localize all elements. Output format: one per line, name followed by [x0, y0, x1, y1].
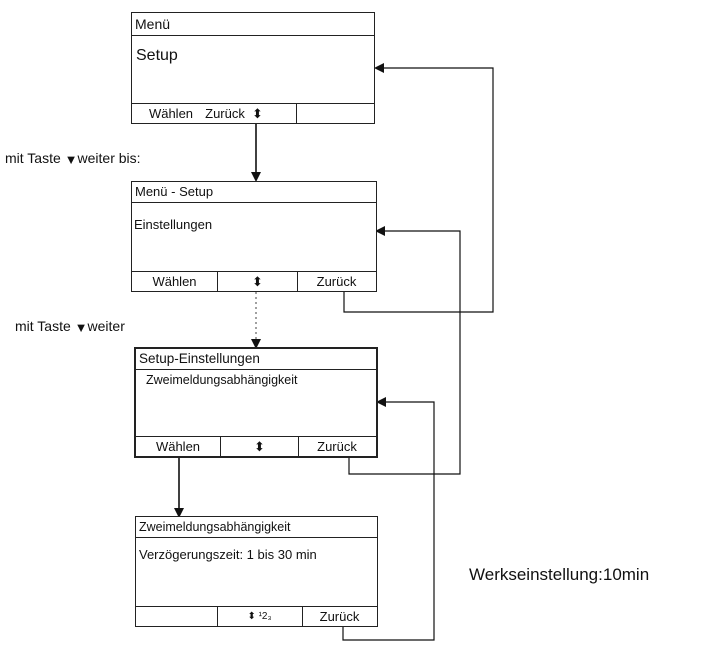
screen-body: Zweimeldungsabhängigkeit: [146, 373, 298, 387]
softkey-back[interactable]: Zurück: [319, 609, 360, 624]
instruction-prefix: mit Taste: [15, 318, 71, 334]
softkey-separator: [302, 607, 303, 626]
factory-setting-label: Werkseinstellung:10min: [469, 565, 650, 584]
softkey-up-down[interactable]: ⬍: [252, 274, 263, 289]
softkey-back[interactable]: Zurück: [205, 106, 245, 121]
screen-title: Menü: [132, 13, 374, 36]
softkey-bar: Wählen ⬍ Zurück: [136, 436, 376, 456]
instruction-suffix: weiter bis:: [77, 150, 141, 166]
return-arrow-to-menu-setup: [348, 226, 461, 475]
softkey-bar: Wählen ⬍ Zurück: [132, 271, 376, 291]
softkey-select[interactable]: Wählen: [152, 274, 197, 289]
softkey-bar: Wählen Zurück ⬍: [132, 103, 374, 123]
instruction-step-1: mit Taste ▼weiter bis:: [5, 150, 141, 167]
screen-body: Einstellungen: [134, 217, 213, 232]
screen-setup-settings: Setup-Einstellungen Zweimeldungsabhängig…: [134, 347, 378, 458]
softkey-bar: ⬍ ¹2₃ Zurück: [136, 606, 377, 626]
softkey-separator: [297, 272, 298, 291]
softkey-up-down[interactable]: ⬍: [254, 439, 265, 454]
softkey-back[interactable]: Zurück: [316, 274, 357, 289]
softkey-select[interactable]: Wählen: [148, 106, 194, 121]
softkey-separator: [296, 104, 297, 123]
softkey-separator: [220, 437, 221, 456]
screen-menu-setup: Menü - Setup Einstellungen Wählen ⬍ Zurü…: [131, 181, 377, 292]
instruction-step-2: mit Taste ▼weiter: [15, 318, 125, 335]
instruction-prefix: mit Taste: [5, 150, 61, 166]
softkey-empty[interactable]: [136, 607, 217, 626]
instruction-suffix: weiter: [87, 318, 125, 334]
softkey-up-down-digits[interactable]: ⬍ ¹2₃: [247, 611, 272, 622]
softkey-separator: [298, 437, 299, 456]
softkey-back[interactable]: Zurück: [317, 439, 357, 454]
softkey-separator: [217, 607, 218, 626]
down-key-icon: ▼: [64, 152, 78, 167]
screen-title: Setup-Einstellungen: [136, 349, 376, 370]
return-arrow-to-setup-settings: [342, 397, 435, 641]
screen-title: Zweimeldungsabhängigkeit: [136, 517, 377, 538]
screen-title: Menü - Setup: [132, 182, 376, 203]
return-arrow-to-menu: [343, 63, 494, 313]
screen-two-alarm-dependency: Zweimeldungsabhängigkeit Verzögerungszei…: [135, 516, 378, 627]
softkey-separator: [217, 272, 218, 291]
softkey-up-down[interactable]: ⬍: [252, 106, 263, 121]
softkey-empty[interactable]: [296, 104, 374, 123]
screen-body: Verzögerungszeit: 1 bis 30 min: [139, 547, 317, 562]
softkey-select[interactable]: Wählen: [155, 439, 201, 454]
screen-body: Setup: [136, 47, 178, 64]
screen-menu: Menü Setup Wählen Zurück ⬍: [131, 12, 375, 124]
down-key-icon: ▼: [74, 320, 88, 335]
